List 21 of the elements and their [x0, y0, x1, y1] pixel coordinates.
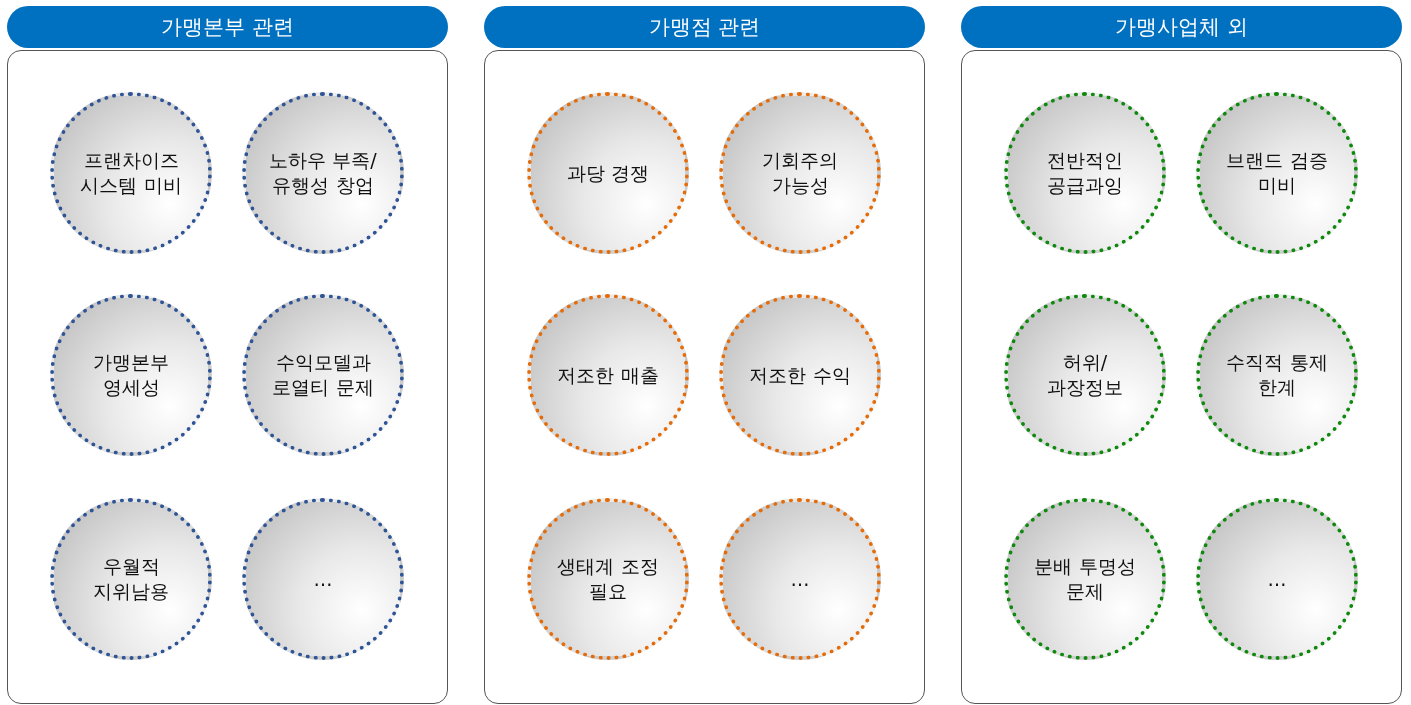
- circle-label: 저조한 매출: [556, 362, 660, 388]
- header-bar: 가맹점 관련: [484, 6, 925, 48]
- circle-label: 수직적 통제 한계: [1225, 350, 1329, 400]
- circle-label: …: [1266, 566, 1288, 592]
- circle-label: 기회주의 가능성: [761, 148, 839, 198]
- circle-label: 가맹본부 영세성: [92, 350, 170, 400]
- circle-label: 프랜차이즈 시스템 미비: [79, 148, 183, 198]
- circle-label: 저조한 수익: [748, 362, 852, 388]
- circle-label: 우월적 지위남용: [92, 554, 170, 604]
- circle-label: …: [789, 566, 811, 592]
- circle-label: 브랜드 검증 미비: [1225, 148, 1329, 198]
- circle-label: 분배 투명성 문제: [1033, 554, 1137, 604]
- circle-label: …: [312, 566, 334, 592]
- header-bar: 가맹사업체 외: [961, 6, 1402, 48]
- circle-label: 수익모델과 로열티 문제: [271, 350, 375, 400]
- circle-label: 과당 경쟁: [565, 160, 650, 186]
- circle-label: 노하우 부족/ 유행성 창업: [268, 148, 378, 198]
- circle-label: 허위/ 과장정보: [1046, 350, 1124, 400]
- circle-label: 전반적인 공급과잉: [1046, 148, 1124, 198]
- header-bar: 가맹본부 관련: [7, 6, 448, 48]
- circle-label: 생태계 조정 필요: [556, 554, 660, 604]
